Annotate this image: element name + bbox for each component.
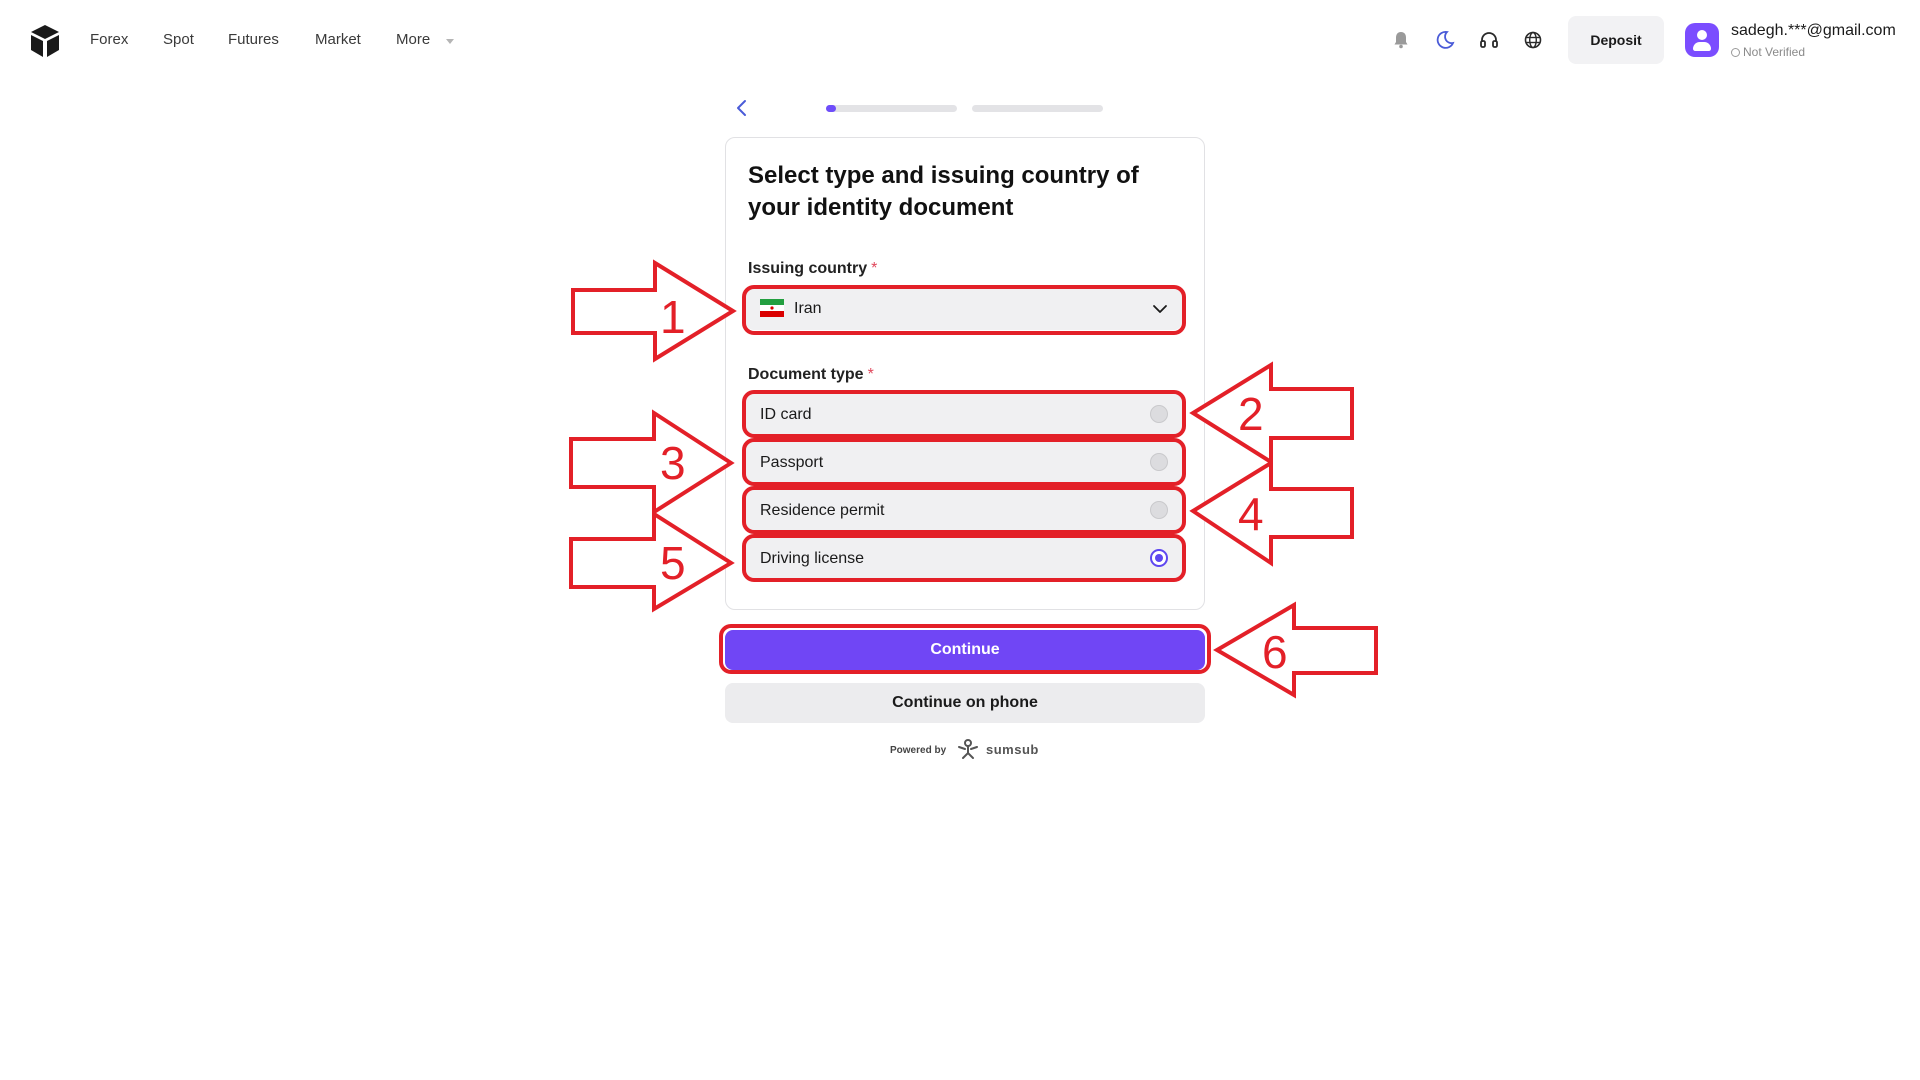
- document-selection-card: Select type and issuing country of your …: [725, 137, 1205, 610]
- user-icon-body: [1693, 42, 1711, 51]
- option-label: ID card: [760, 406, 812, 423]
- option-residence-permit[interactable]: Residence permit: [746, 490, 1182, 530]
- required-mark: *: [871, 260, 878, 277]
- back-arrow-icon[interactable]: [734, 98, 750, 118]
- radio-button[interactable]: [1150, 501, 1168, 519]
- callout-number-1: 1: [660, 291, 686, 343]
- progress-step-1: [826, 105, 957, 112]
- sumsub-brand: sumsub: [986, 742, 1039, 757]
- required-mark: *: [867, 366, 874, 383]
- issuing-country-label-text: Issuing country: [748, 260, 868, 277]
- nav-forex[interactable]: Forex: [90, 31, 129, 48]
- radio-button[interactable]: [1150, 453, 1168, 471]
- status-dot-icon: [1731, 48, 1740, 57]
- callout-number-6: 6: [1262, 626, 1288, 678]
- option-label: Driving license: [760, 550, 865, 567]
- user-icon: [1697, 30, 1707, 40]
- arrow-5: [569, 510, 735, 613]
- option-label: Passport: [760, 454, 824, 471]
- sumsub-logo-icon: [958, 739, 978, 759]
- chevron-down-icon[interactable]: [446, 39, 454, 44]
- moon-icon[interactable]: [1434, 29, 1456, 51]
- nav-more[interactable]: More: [396, 31, 431, 48]
- option-label: Residence permit: [760, 502, 885, 519]
- user-email[interactable]: sadegh.***@gmail.com: [1731, 22, 1896, 39]
- callout-number-4: 4: [1238, 488, 1264, 540]
- logo-cube-icon[interactable]: [30, 24, 60, 58]
- bell-icon[interactable]: [1390, 29, 1412, 51]
- deposit-button[interactable]: Deposit: [1568, 16, 1664, 64]
- option-id-card[interactable]: ID card: [746, 394, 1182, 434]
- iran-flag-icon: [760, 299, 784, 317]
- document-type-label-text: Document type: [748, 366, 864, 383]
- nav-spot[interactable]: Spot: [163, 31, 194, 48]
- page-title: Select type and issuing country of your …: [748, 162, 1139, 221]
- nav-futures[interactable]: Futures: [228, 31, 279, 48]
- top-navigation-bar: Forex Spot Futures Market More Deposit s…: [0, 0, 1920, 82]
- radio-button[interactable]: [1150, 405, 1168, 423]
- callout-number-3: 3: [660, 437, 686, 489]
- powered-by-label: Powered by: [890, 745, 947, 756]
- arrow-6: [1213, 601, 1378, 699]
- headset-icon[interactable]: [1478, 29, 1500, 51]
- callout-number-2: 2: [1238, 388, 1264, 440]
- progress-step-2: [972, 105, 1103, 112]
- arrow-1: [571, 259, 737, 363]
- document-type-label: Document type*: [748, 366, 874, 384]
- selected-country: Iran: [794, 300, 822, 317]
- radio-button[interactable]: [1150, 549, 1168, 567]
- arrow-3: [569, 409, 735, 516]
- globe-icon[interactable]: [1522, 29, 1544, 51]
- issuing-country-select[interactable]: Iran: [746, 288, 1182, 330]
- progress-step-1-fill: [826, 105, 837, 112]
- callout-number-5: 5: [660, 537, 686, 589]
- nav-market[interactable]: Market: [315, 31, 361, 48]
- arrow-2: [1189, 361, 1354, 466]
- verification-status: Not Verified: [1731, 45, 1805, 59]
- chevron-down-icon: [1153, 305, 1167, 313]
- arrow-4: [1189, 459, 1354, 567]
- issuing-country-label: Issuing country*: [748, 260, 877, 278]
- option-driving-license[interactable]: Driving license: [746, 538, 1182, 578]
- option-passport[interactable]: Passport: [746, 442, 1182, 482]
- verification-status-text: Not Verified: [1743, 45, 1806, 59]
- continue-button[interactable]: Continue: [725, 630, 1205, 670]
- avatar[interactable]: [1685, 23, 1719, 57]
- continue-on-phone-button[interactable]: Continue on phone: [725, 683, 1205, 723]
